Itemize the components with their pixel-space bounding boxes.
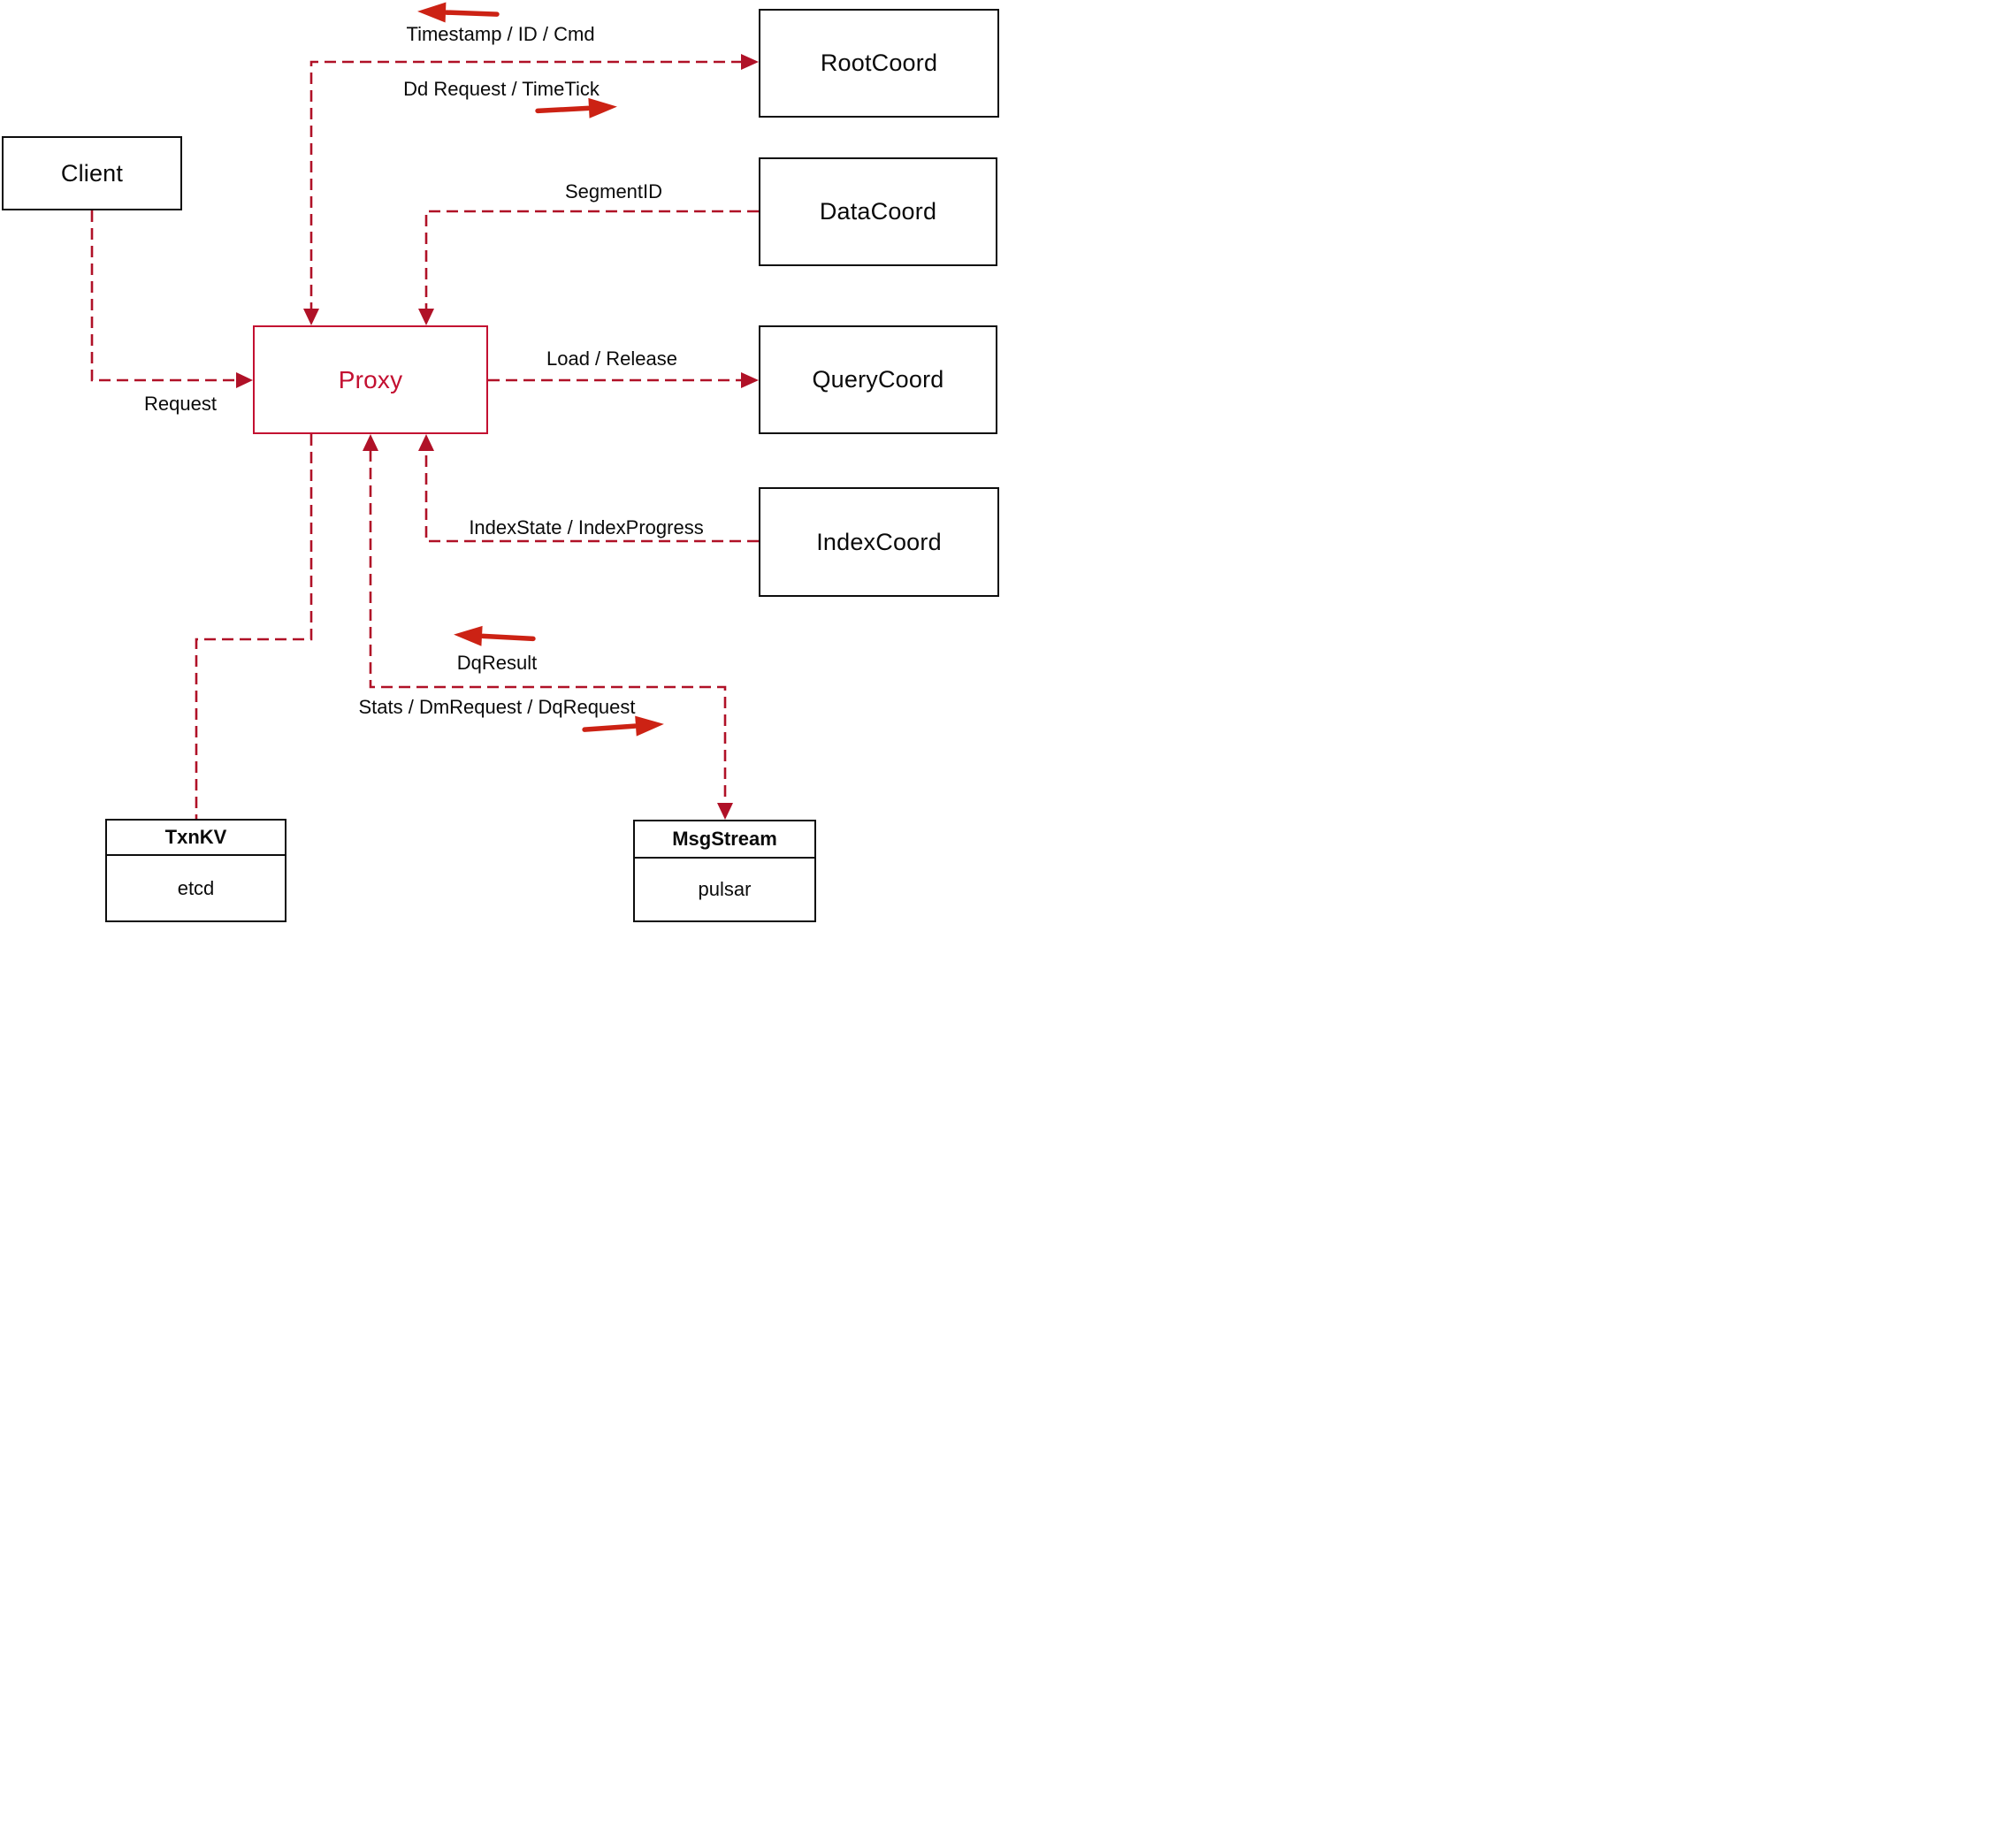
node-rootcoord-label: RootCoord bbox=[820, 50, 938, 76]
edge-label-timestamp-id-cmd: Timestamp / ID / Cmd bbox=[406, 23, 595, 45]
direction-arrow-right-stats bbox=[582, 715, 664, 737]
node-txnkv-body: etcd bbox=[177, 876, 215, 899]
node-txnkv: TxnKV etcd bbox=[105, 819, 286, 922]
direction-arrow-right-ddrequest bbox=[535, 97, 617, 118]
node-client: Client bbox=[2, 136, 182, 210]
edge-proxy-msgstream-line bbox=[369, 450, 727, 804]
node-proxy-label: Proxy bbox=[338, 365, 403, 393]
arrowheads bbox=[236, 54, 759, 820]
node-client-label: Client bbox=[60, 159, 124, 187]
node-querycoord: QueryCoord bbox=[759, 325, 997, 434]
node-txnkv-header: TxnKV bbox=[107, 821, 285, 856]
node-rootcoord: RootCoord bbox=[759, 9, 999, 118]
arrowhead-into-proxy-top-right bbox=[418, 309, 434, 325]
node-msgstream-body: pulsar bbox=[698, 878, 752, 900]
edge-label-dq-result: DqResult bbox=[456, 652, 538, 674]
node-msgstream: MsgStream pulsar bbox=[633, 820, 816, 922]
architecture-diagram: Client RootCoord DataCoord QueryCoord In… bbox=[0, 0, 1004, 924]
edge-indexcoord-proxy-line bbox=[424, 450, 759, 543]
edge-label-request: Request bbox=[144, 393, 217, 415]
edge-datacoord-proxy-line bbox=[424, 210, 759, 309]
node-querycoord-label: QueryCoord bbox=[812, 366, 944, 393]
arrowhead-into-proxy-left bbox=[236, 372, 253, 388]
arrowhead-into-querycoord bbox=[741, 372, 759, 388]
node-datacoord: DataCoord bbox=[759, 157, 997, 266]
edge-label-stats-dm-dq-request: Stats / DmRequest / DqRequest bbox=[358, 696, 636, 718]
arrowhead-into-msgstream bbox=[717, 803, 733, 820]
node-datacoord-label: DataCoord bbox=[819, 198, 937, 225]
edge-proxy-txnkv-line bbox=[195, 434, 313, 819]
node-indexcoord-label: IndexCoord bbox=[816, 528, 942, 555]
edge-label-dd-request-timetick: Dd Request / TimeTick bbox=[403, 78, 600, 100]
arrowhead-into-proxy-bottom-right bbox=[418, 434, 434, 451]
arrowhead-into-proxy-top-left bbox=[303, 309, 319, 325]
arrowhead-into-rootcoord bbox=[741, 54, 759, 70]
edge-label-index-state-progress: IndexState / IndexProgress bbox=[469, 516, 704, 538]
edge-label-load-release: Load / Release bbox=[546, 347, 677, 370]
edge-proxy-rootcoord-line bbox=[309, 60, 743, 309]
arrowhead-into-proxy-bottom-left bbox=[363, 434, 378, 451]
node-msgstream-header: MsgStream bbox=[635, 821, 814, 859]
edge-client-proxy-line bbox=[90, 210, 237, 382]
direction-arrow-left-timestamp bbox=[417, 2, 500, 23]
connector-layer bbox=[90, 2, 759, 820]
direction-arrow-left-dqresult bbox=[454, 625, 536, 646]
node-proxy: Proxy bbox=[253, 325, 488, 434]
node-indexcoord: IndexCoord bbox=[759, 487, 999, 597]
direction-arrows bbox=[417, 2, 664, 737]
edge-label-segment-id: SegmentID bbox=[564, 180, 663, 202]
